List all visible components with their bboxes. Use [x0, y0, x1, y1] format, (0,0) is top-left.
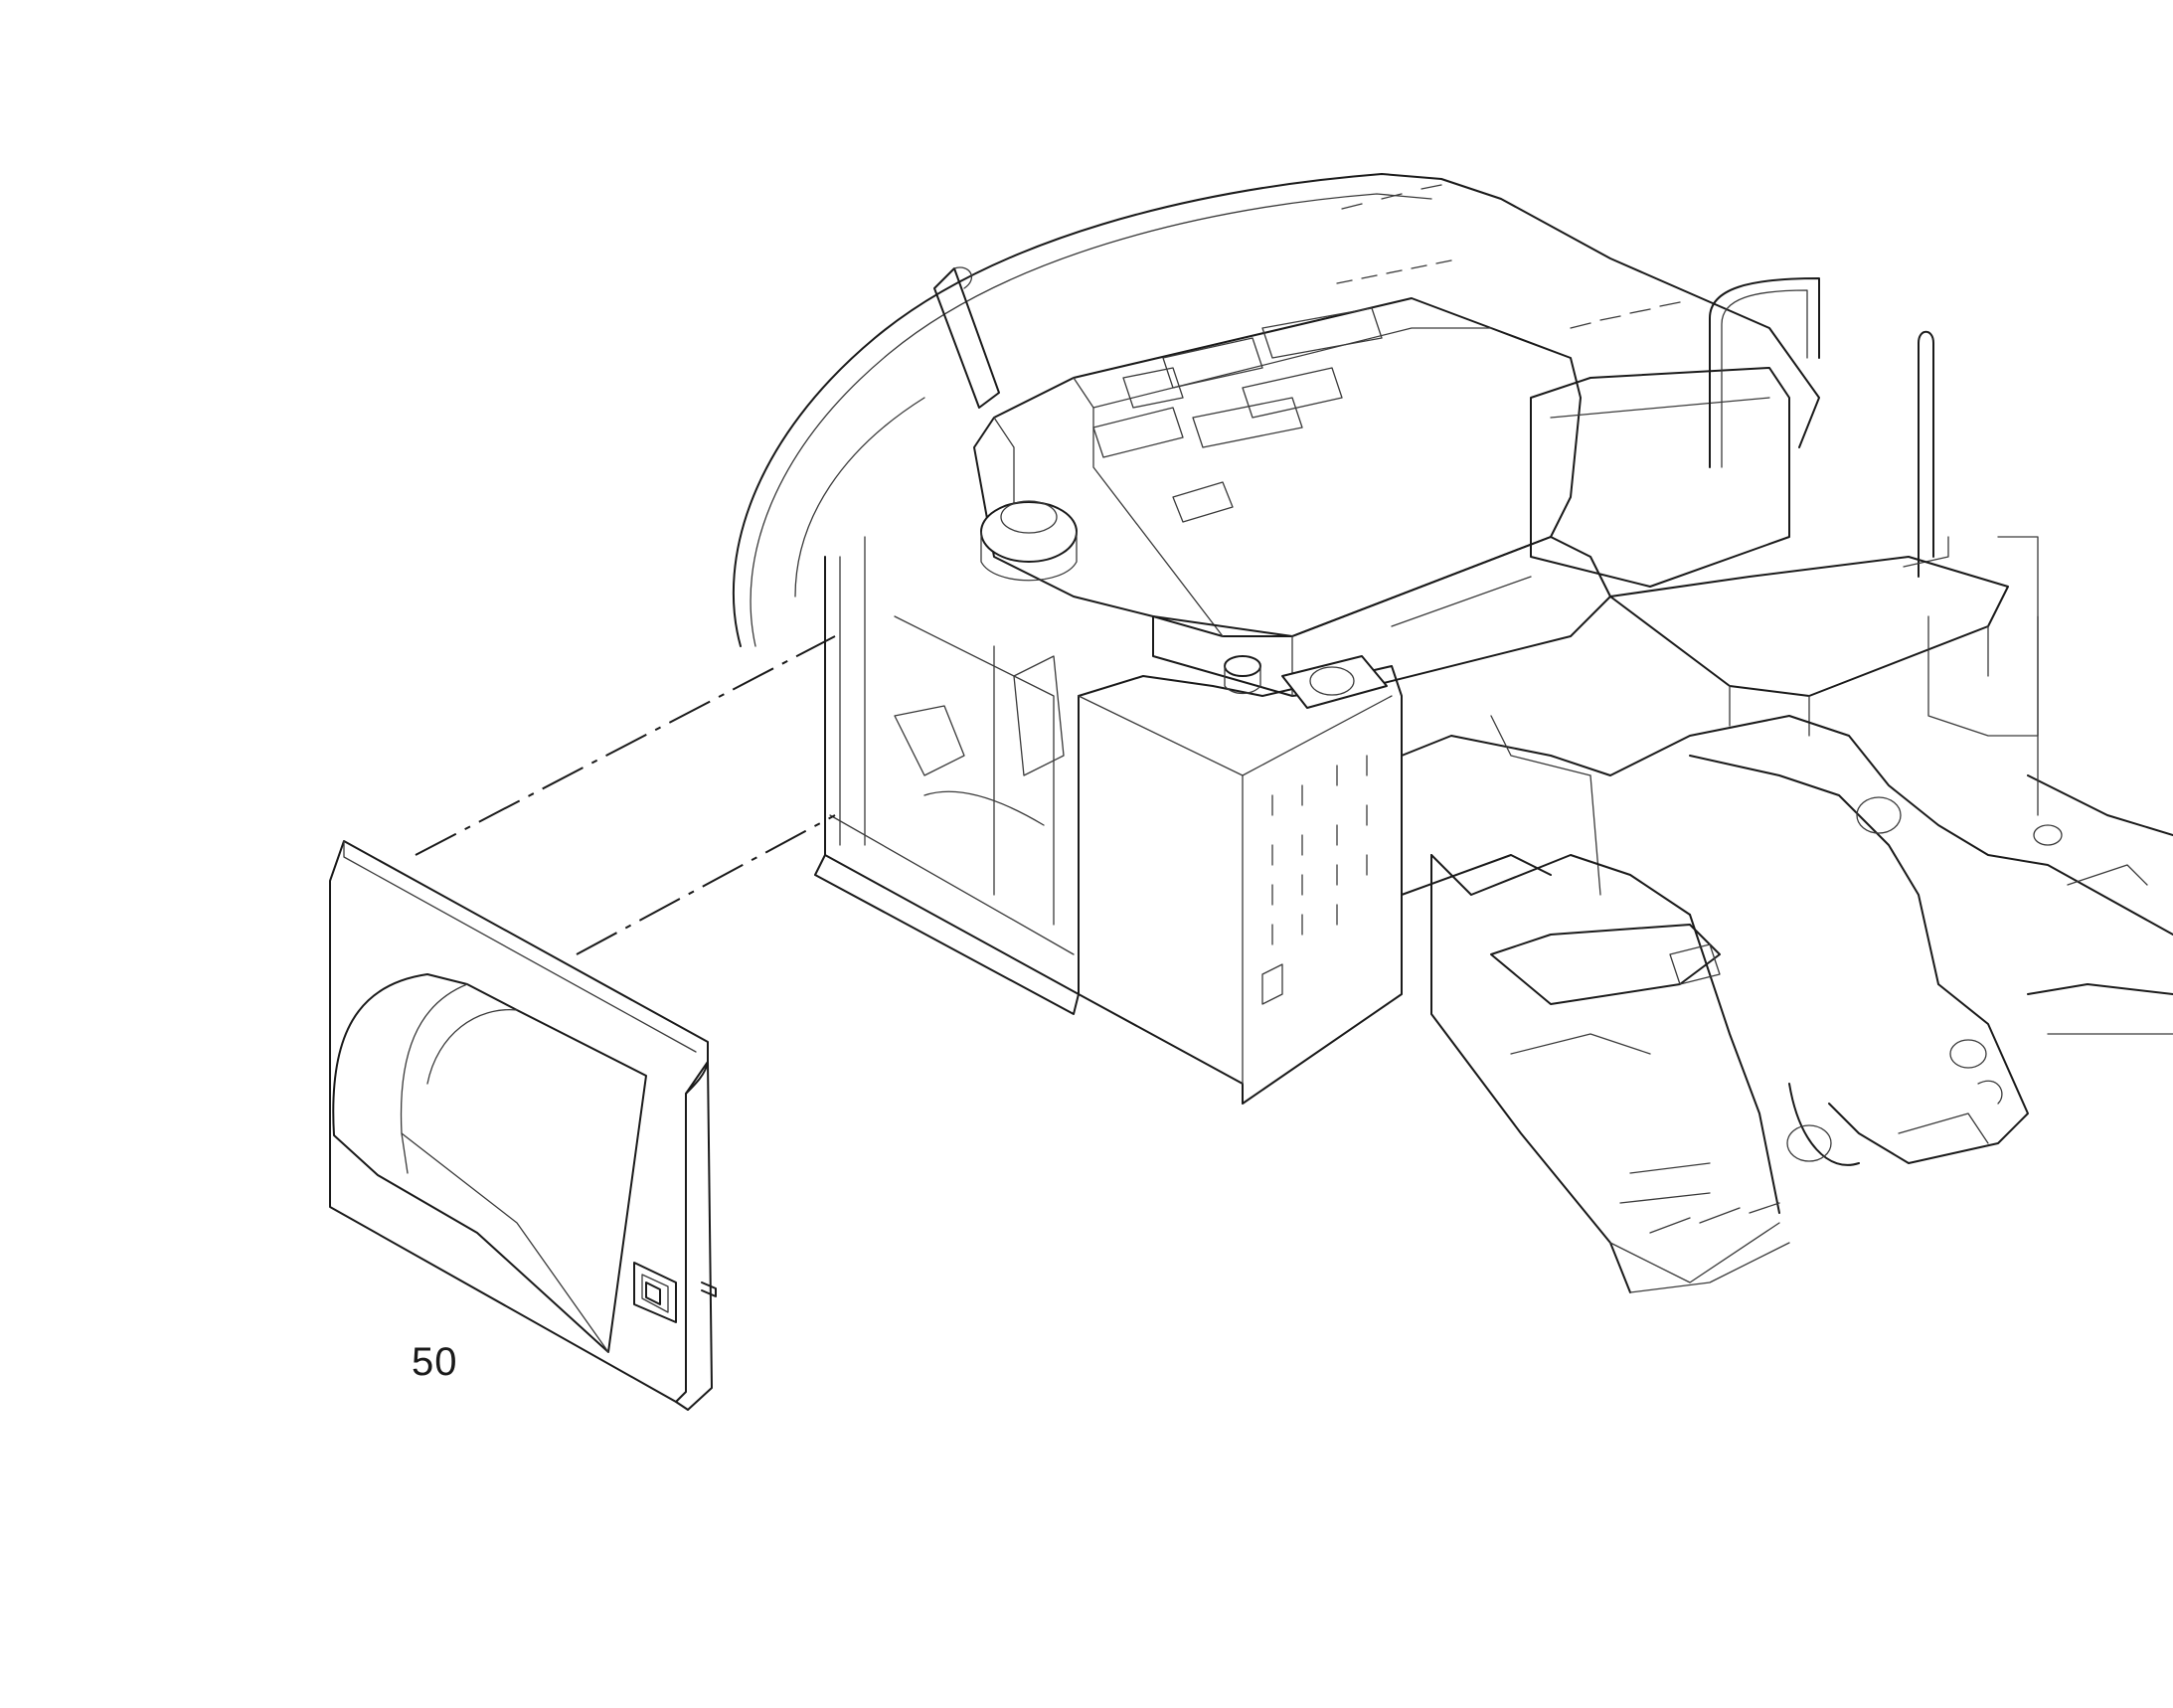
callout-label-50: 50: [412, 1340, 458, 1384]
assembly-leader-lines: [415, 635, 836, 955]
machine-upper-structure: [732, 173, 2173, 1293]
part-50-door-panel: [329, 840, 717, 1411]
